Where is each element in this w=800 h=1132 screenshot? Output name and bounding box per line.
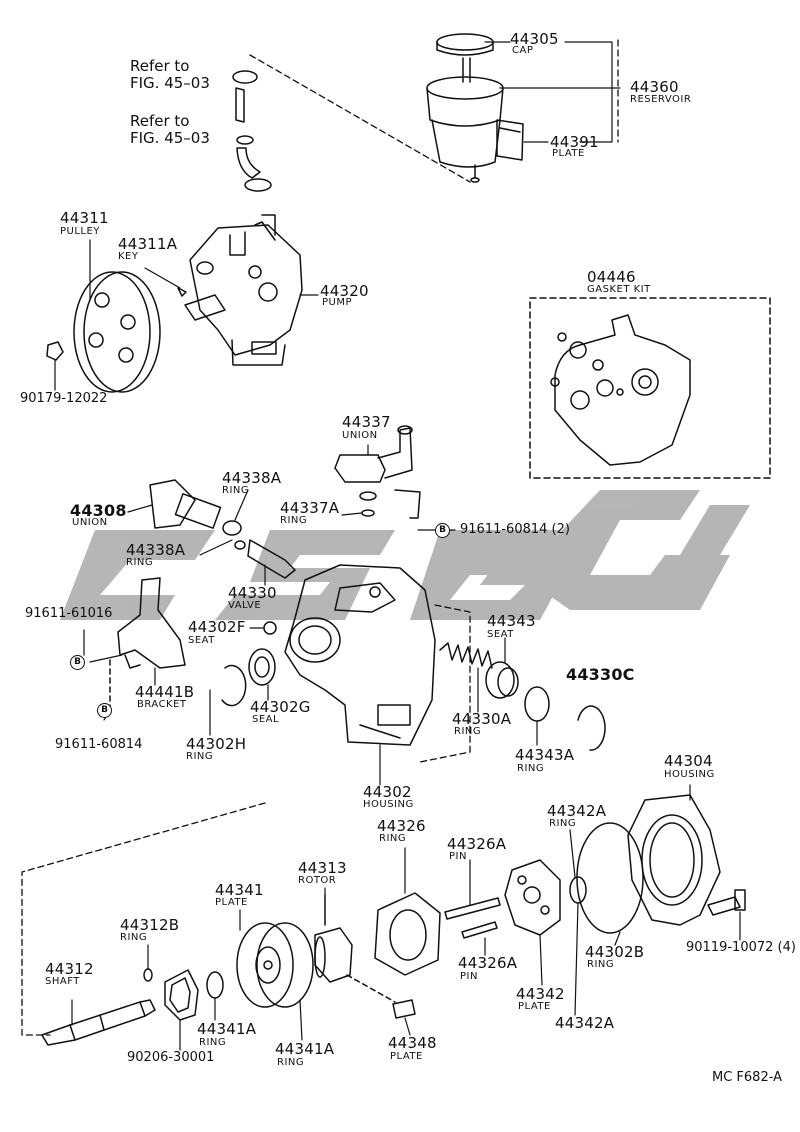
seal-44302G [248,648,276,686]
ring-44341A-1-drawing [206,971,224,999]
seat-44343-drawing [485,661,519,699]
gasket-kit-box [529,297,771,479]
ring-44343A-drawing [524,686,550,722]
nut-90179 [46,341,64,361]
hose-parts [232,70,272,192]
plate-dashed [346,974,396,1003]
bolt-90119 [707,889,746,916]
plate-44342-drawing [504,859,561,936]
ring-44330C-drawing [577,705,606,751]
union-44308-drawing [149,479,296,579]
cam-ring-drawing [374,892,441,976]
shaft-group-dashed [21,802,266,1036]
housing-44304-drawing [627,794,721,926]
ring-44302B-drawing [576,822,644,934]
plate-44341-drawing [236,922,314,1008]
spring-drawing [439,642,493,669]
gasket-kit-drawing [550,314,691,466]
ring-44302H [221,664,247,707]
plate-44348-drawing [392,999,416,1019]
housing-drawing [284,564,436,746]
ring-44312B-drawing [143,968,153,982]
seat-44302F [263,621,277,635]
watermark-logo [60,490,750,620]
rotor-drawing [314,894,353,983]
leader-lines [54,41,741,1051]
shaft-drawing [41,999,156,1046]
seal-90206-drawing [164,969,199,1021]
housing-group-dashed [419,604,471,763]
pins-drawing [444,897,501,939]
bracket-drawing [117,577,186,669]
union-44337-drawing [334,425,421,519]
dashed-reservoir-lines [249,39,619,183]
pump-drawing [184,214,303,366]
pulley-drawing [73,271,161,393]
reservoir-drawing [426,33,524,183]
key-44311A [177,287,187,297]
